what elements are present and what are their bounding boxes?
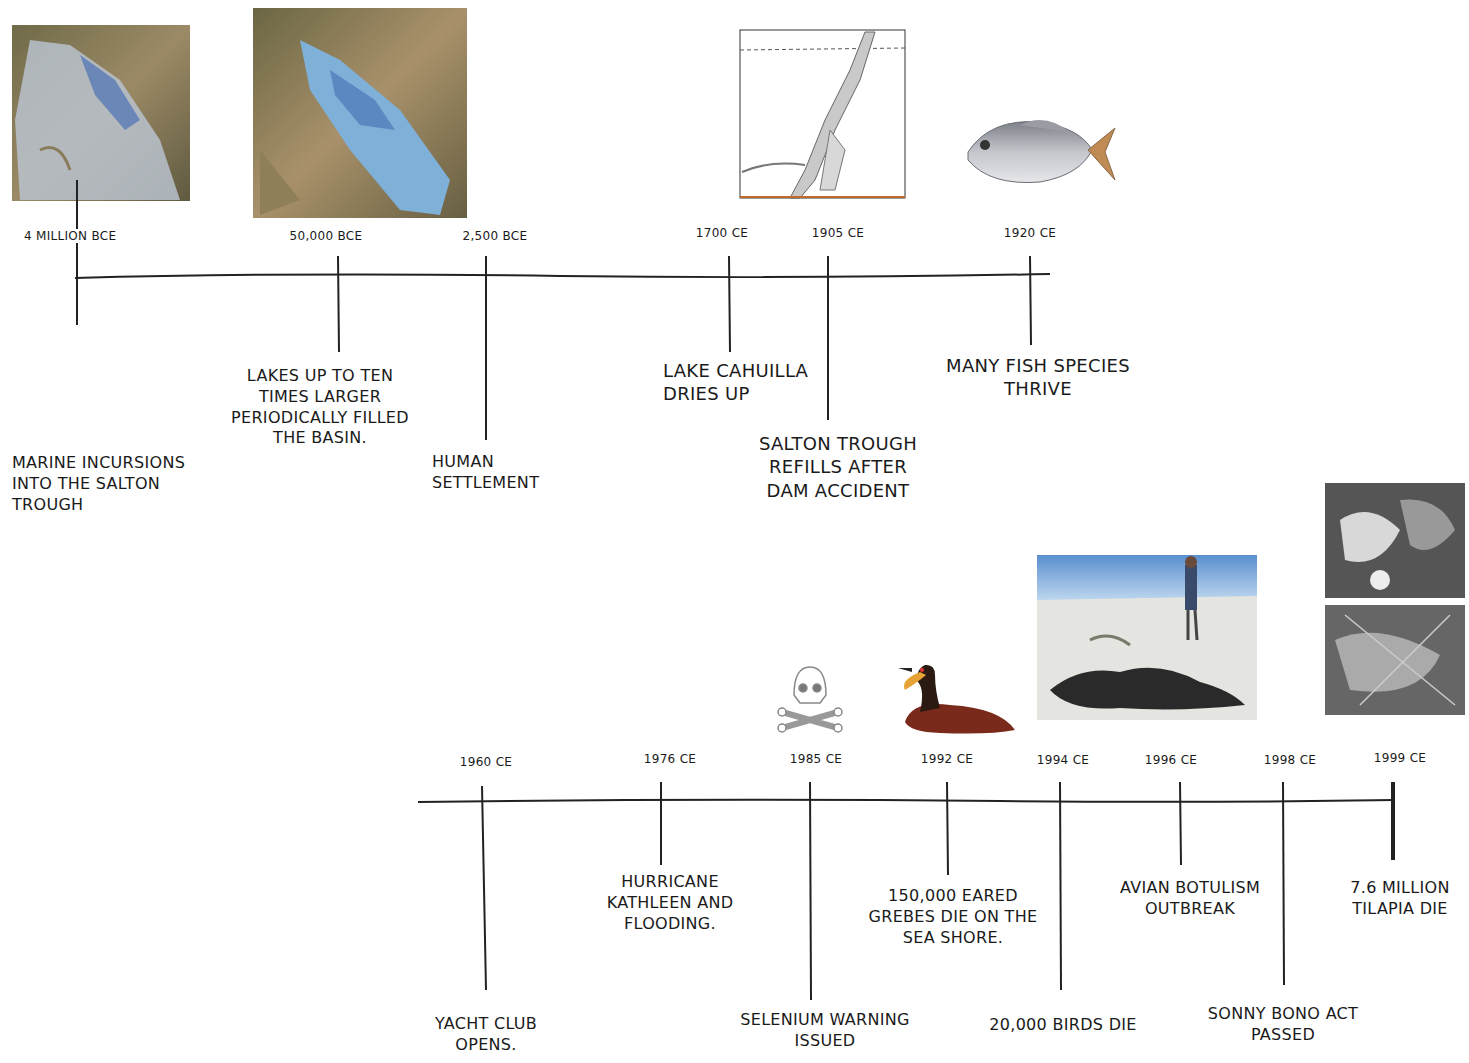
timeline-axis bbox=[418, 782, 1395, 1000]
event-label: YACHT CLUB OPENS. bbox=[416, 1014, 556, 1056]
event-label: 20,000 BIRDS DIE bbox=[963, 1015, 1163, 1036]
event-label: 7.6 MILLION TILAPIA DIE bbox=[1336, 878, 1464, 920]
event-label: LAKE CAHUILLA DRIES UP bbox=[661, 359, 823, 406]
date-label: 4 MILLION BCE bbox=[22, 229, 118, 243]
date-label: 1996 CE bbox=[1143, 753, 1199, 767]
date-label: 2,500 BCE bbox=[461, 229, 530, 243]
event-label: MANY FISH SPECIES THRIVE bbox=[943, 354, 1133, 401]
event-label: SALTON TROUGH REFILLS AFTER DAM ACCIDENT bbox=[743, 432, 933, 502]
date-label: 1998 CE bbox=[1262, 753, 1318, 767]
map-image bbox=[253, 8, 467, 218]
event-label: LAKES UP TO TEN TIMES LARGER PERIODICALL… bbox=[220, 366, 420, 449]
date-label: 1960 CE bbox=[458, 755, 514, 769]
skull-symbol bbox=[778, 667, 842, 732]
event-label: HUMAN SETTLEMENT bbox=[430, 452, 565, 494]
date-label: 1994 CE bbox=[1035, 753, 1091, 767]
grebe-illustration bbox=[898, 665, 1015, 734]
event-label: AVIAN BOTULISM OUTBREAK bbox=[1108, 878, 1273, 920]
map-sketch bbox=[740, 30, 905, 198]
date-label: 1992 CE bbox=[919, 752, 975, 766]
date-label: 50,000 BCE bbox=[288, 229, 365, 243]
event-label: SELENIUM WARNING ISSUED bbox=[728, 1010, 923, 1052]
date-label: 1985 CE bbox=[788, 752, 844, 766]
event-label: SONNY BONO ACT PASSED bbox=[1194, 1004, 1372, 1046]
event-label: 150,000 EARED GREBES DIE ON THE SEA SHOR… bbox=[861, 886, 1046, 948]
date-label: 1905 CE bbox=[810, 226, 866, 240]
fish-illustration bbox=[968, 120, 1115, 183]
event-label: MARINE INCURSIONS INTO THE SALTON TROUGH bbox=[10, 453, 200, 515]
date-label: 1999 CE bbox=[1372, 751, 1428, 765]
event-label: HURRICANE KATHLEEN AND FLOODING. bbox=[588, 872, 753, 934]
date-label: 1700 CE bbox=[694, 226, 750, 240]
photo bbox=[1037, 555, 1257, 720]
photo bbox=[1325, 483, 1465, 715]
date-label: 1976 CE bbox=[642, 752, 698, 766]
map-image bbox=[12, 25, 190, 201]
date-label: 1920 CE bbox=[1002, 226, 1058, 240]
